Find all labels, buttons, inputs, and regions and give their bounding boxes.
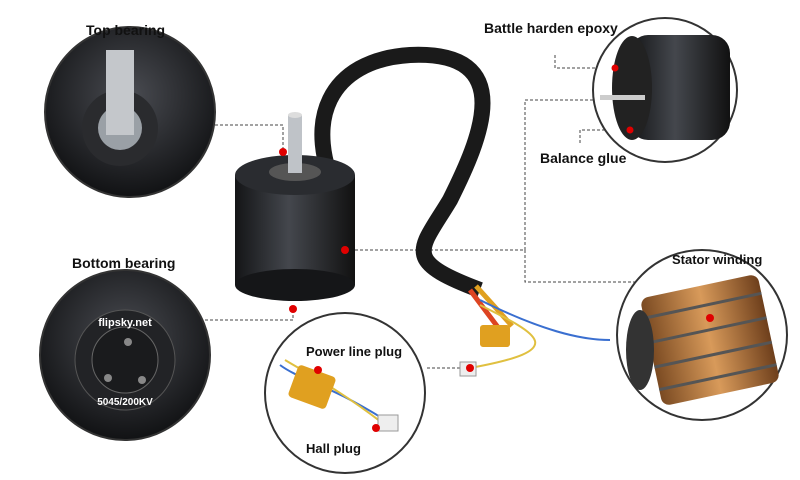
label-top-bearing: Top bearing: [86, 22, 166, 38]
bottom-bearing-detail: flipsky.net 5045/200KV: [39, 269, 211, 441]
label-bottom-bearing: Bottom bearing: [72, 255, 176, 271]
label-power-line-plug: Power line plug: [306, 344, 403, 359]
callout-markers: [279, 64, 714, 432]
top-bearing-detail: [44, 26, 216, 198]
label-stator-winding: Stator winding: [672, 252, 763, 267]
label-epoxy: Battle harden epoxy: [484, 20, 618, 36]
brand-marking: flipsky.net: [98, 317, 152, 329]
xt-connector: [480, 325, 510, 347]
epoxy-detail: [592, 17, 738, 163]
motor-image: [235, 112, 355, 301]
plug-detail: [264, 312, 426, 474]
label-hall-plug: Hall plug: [306, 441, 361, 456]
stator-winding-detail: [616, 249, 788, 421]
model-marking: 5045/200KV: [97, 397, 153, 408]
braided-cable: [314, 46, 491, 298]
label-balance-glue: Balance glue: [540, 150, 627, 166]
